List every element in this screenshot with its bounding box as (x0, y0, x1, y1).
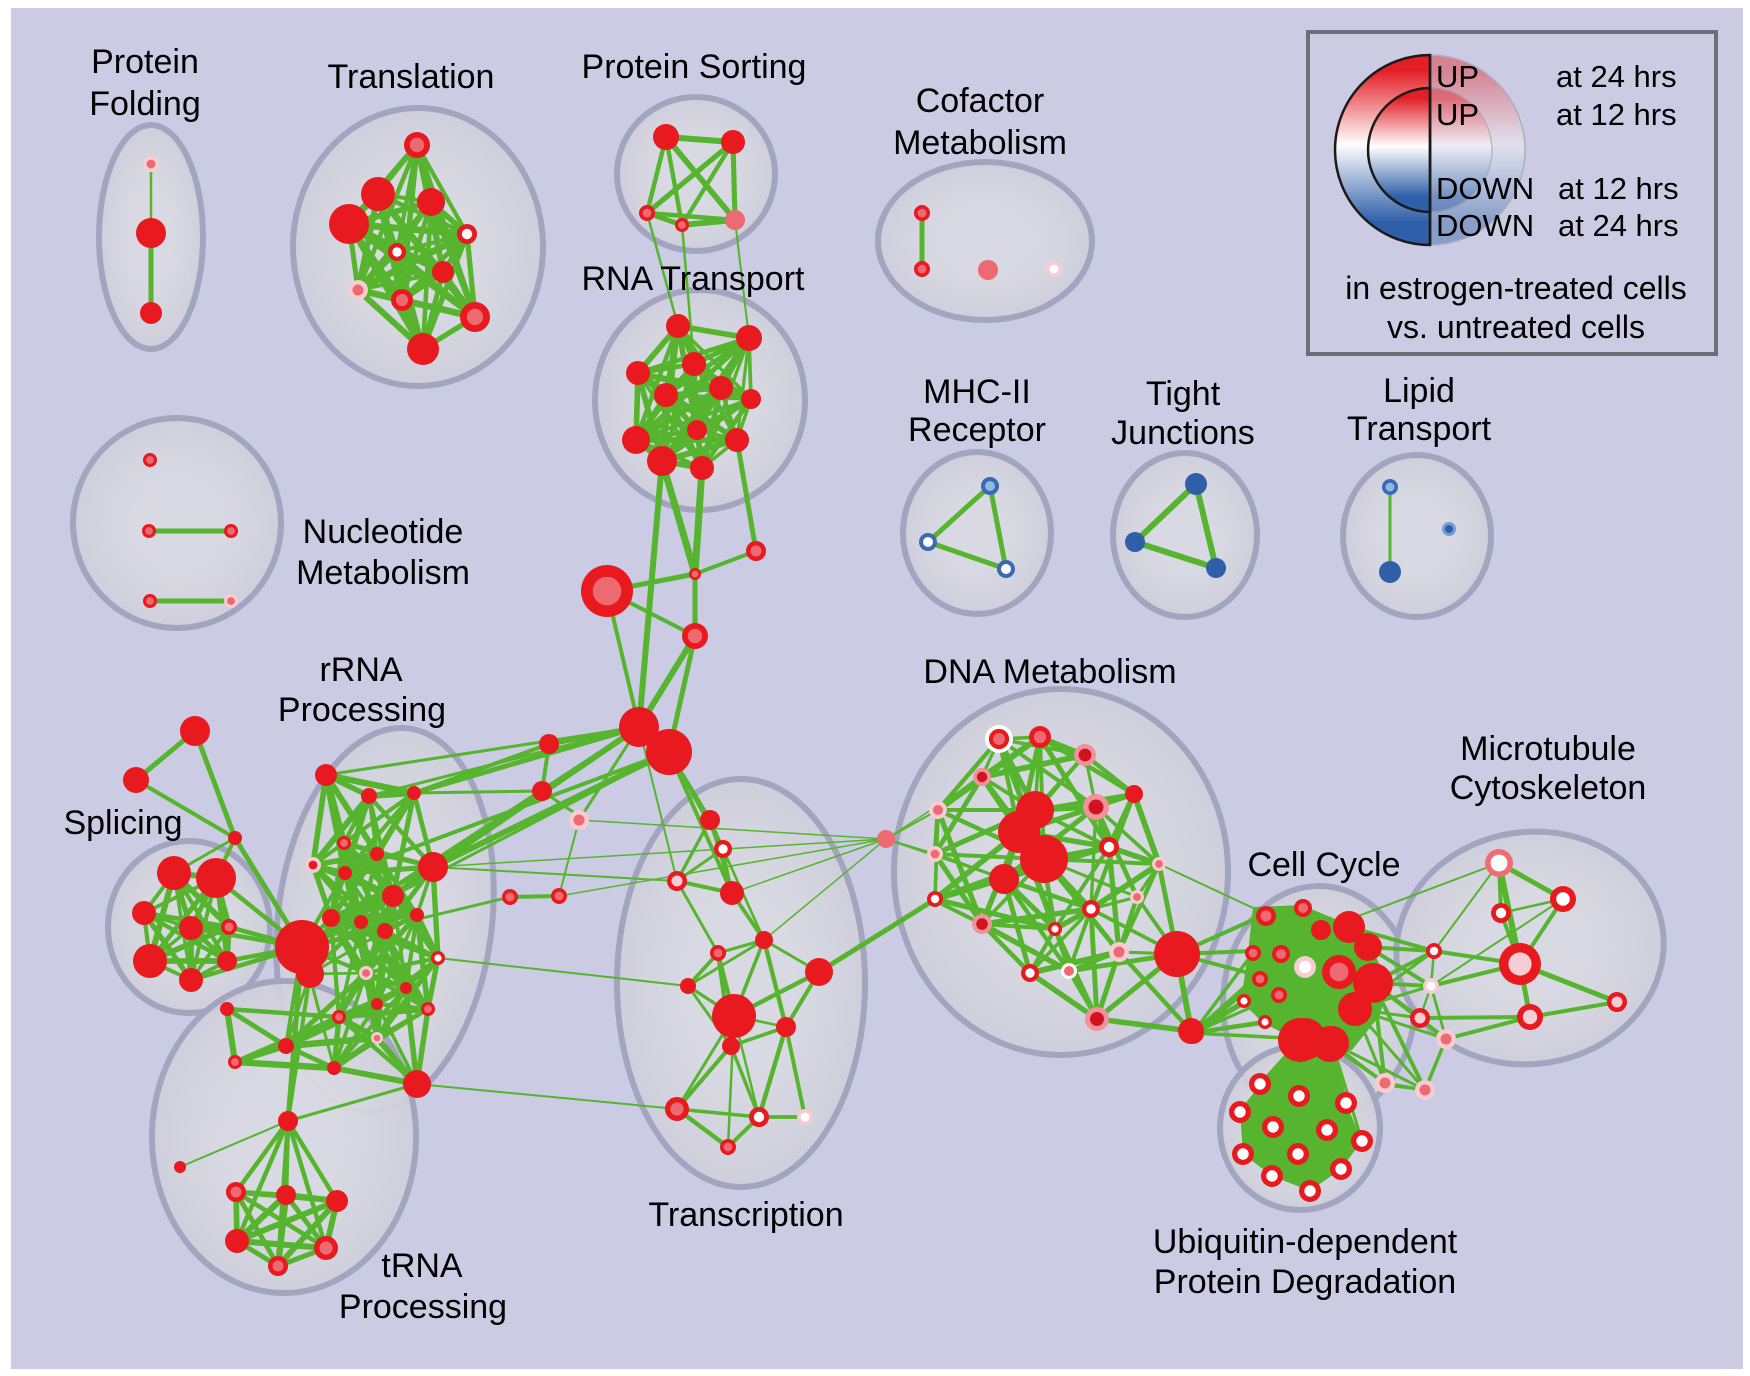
svg-text:Translation: Translation (328, 58, 495, 96)
svg-text:Lipid: Lipid (1383, 372, 1455, 410)
svg-text:DOWN: DOWN (1436, 171, 1534, 206)
svg-text:vs. untreated cells: vs. untreated cells (1387, 309, 1645, 345)
svg-text:Protein Degradation: Protein Degradation (1154, 1263, 1456, 1301)
svg-text:UP: UP (1436, 59, 1479, 94)
svg-text:Splicing: Splicing (63, 804, 182, 842)
svg-text:in estrogen-treated cells: in estrogen-treated cells (1345, 270, 1687, 306)
svg-text:Junctions: Junctions (1111, 414, 1255, 452)
svg-text:Metabolism: Metabolism (893, 124, 1067, 162)
svg-text:Cofactor: Cofactor (916, 82, 1045, 120)
svg-text:Folding: Folding (89, 85, 201, 123)
svg-text:Receptor: Receptor (908, 411, 1046, 449)
svg-text:rRNA: rRNA (319, 651, 402, 689)
svg-text:MHC-II: MHC-II (923, 373, 1031, 411)
svg-text:Cell Cycle: Cell Cycle (1247, 846, 1400, 884)
svg-text:Protein Sorting: Protein Sorting (582, 48, 807, 86)
svg-text:Cytoskeleton: Cytoskeleton (1450, 769, 1647, 807)
svg-text:DNA Metabolism: DNA Metabolism (923, 653, 1176, 691)
svg-text:Metabolism: Metabolism (296, 554, 470, 592)
svg-text:Transcription: Transcription (648, 1196, 843, 1234)
svg-text:Transport: Transport (1347, 410, 1492, 448)
svg-text:at 12 hrs: at 12 hrs (1558, 171, 1679, 206)
svg-text:DOWN: DOWN (1436, 208, 1534, 243)
svg-text:UP: UP (1436, 97, 1479, 132)
svg-text:Ubiquitin-dependent: Ubiquitin-dependent (1153, 1223, 1458, 1261)
svg-text:Microtubule: Microtubule (1460, 730, 1636, 768)
svg-text:Protein: Protein (91, 43, 199, 81)
svg-text:Nucleotide: Nucleotide (303, 513, 464, 551)
svg-text:at 12 hrs: at 12 hrs (1556, 97, 1677, 132)
svg-text:at 24 hrs: at 24 hrs (1558, 208, 1679, 243)
svg-text:Processing: Processing (278, 691, 446, 729)
svg-text:Processing: Processing (339, 1288, 507, 1326)
svg-text:RNA Transport: RNA Transport (582, 260, 806, 298)
svg-text:Tight: Tight (1146, 375, 1221, 413)
svg-text:at 24 hrs: at 24 hrs (1556, 59, 1677, 94)
svg-text:tRNA: tRNA (381, 1247, 463, 1285)
